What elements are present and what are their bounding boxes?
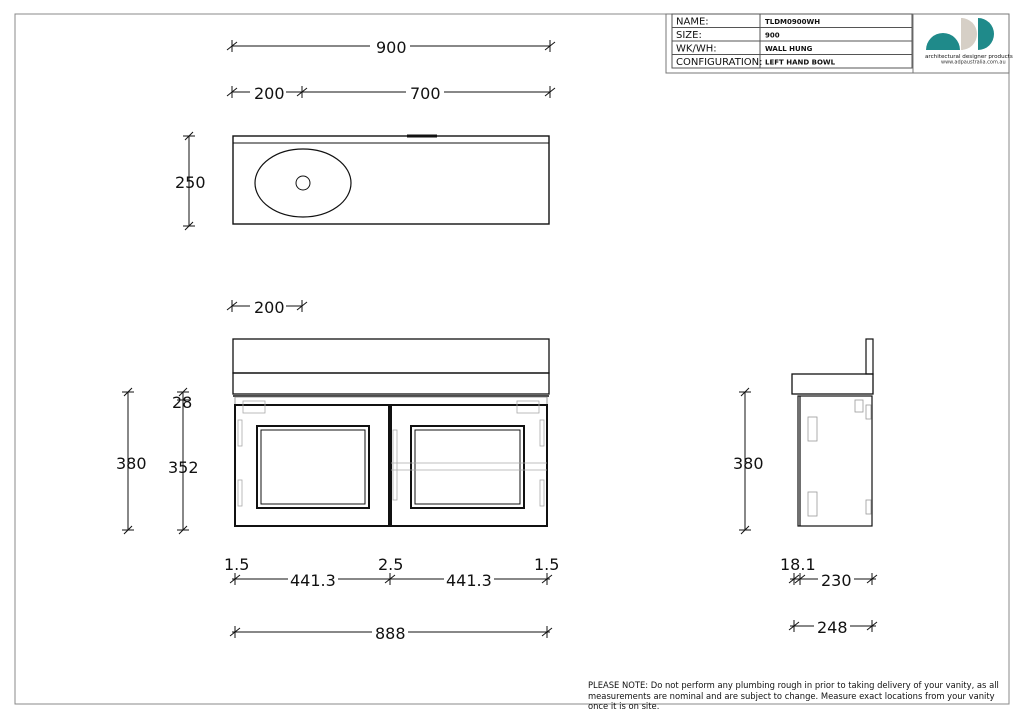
door-right-panel — [410, 425, 525, 509]
basin-waste — [295, 175, 311, 191]
door-right — [390, 404, 548, 527]
door-left — [234, 404, 390, 527]
dim-front-door-left: 441.3 — [290, 571, 336, 590]
side-upstand — [865, 338, 874, 375]
dim-front-door-right: 441.3 — [446, 571, 492, 590]
dim-plan-bowl-offset: 200 — [254, 84, 285, 103]
dim-plan-depth: 250 — [175, 173, 206, 192]
title-value-name: TLDM0900WH — [765, 18, 820, 26]
dim-front-overall-width: 888 — [375, 624, 406, 643]
dim-front-gap-center: 2.5 — [378, 555, 403, 574]
title-value-size: 900 — [765, 32, 780, 40]
dim-side-height: 380 — [733, 454, 764, 473]
dim-plan-remaining-width: 700 — [410, 84, 441, 103]
title-key-size: SIZE: — [676, 30, 702, 41]
side-cabinet — [797, 395, 873, 527]
title-value-mount: WALL HUNG — [765, 45, 813, 53]
basin-top-plan — [232, 135, 550, 225]
title-key-mount: WK/WH: — [676, 44, 717, 55]
adp-logo-icon — [926, 18, 994, 50]
dim-front-gap-right: 1.5 — [534, 555, 559, 574]
dim-side-carcass-depth: 230 — [821, 571, 852, 590]
side-view — [739, 338, 878, 632]
dim-front-bowl-offset: 200 — [254, 298, 285, 317]
title-key-name: NAME: — [676, 17, 709, 28]
plan-view — [183, 40, 556, 231]
dim-front-cabinet-height: 352 — [168, 458, 199, 477]
dim-side-overall-depth: 248 — [817, 618, 848, 637]
basin-bowl — [254, 148, 352, 218]
door-left-panel — [256, 425, 370, 509]
logo-tagline: architectural designer products — [925, 54, 1013, 60]
dim-front-gap-left: 1.5 — [224, 555, 249, 574]
title-key-configuration: CONFIGURATION: — [676, 57, 763, 68]
plumbing-note: PLEASE NOTE: Do not perform any plumbing… — [588, 680, 999, 711]
dim-plan-overall-width: 900 — [376, 38, 407, 57]
logo-url: www.adpaustralia.com.au — [941, 60, 1006, 66]
title-value-configuration: LEFT HAND BOWL — [765, 59, 836, 67]
dim-side-door-thickness: 18.1 — [780, 555, 816, 574]
title-block: NAME: TLDM0900WH SIZE: 900 WK/WH: WALL H… — [665, 13, 1013, 74]
dim-front-top-thickness: 28 — [172, 393, 192, 412]
dim-front-height: 380 — [116, 454, 147, 473]
side-basin-top — [791, 373, 874, 395]
basin-top-lip — [232, 372, 550, 395]
sheet-border — [14, 13, 1010, 705]
basin-top-front — [232, 338, 550, 374]
